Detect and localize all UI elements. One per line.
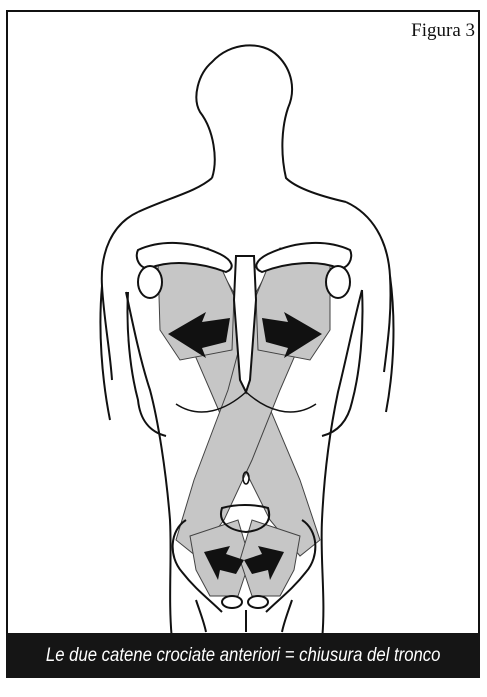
- hip-socket-left: [222, 596, 242, 608]
- head-outline: [196, 45, 346, 202]
- hip-socket-right: [248, 596, 268, 608]
- shoulder-joint-right: [326, 266, 350, 298]
- neck-left-outline: [138, 178, 212, 212]
- figure-label: Figura 3: [411, 20, 475, 42]
- caption-bar: Le due catene crociate anteriori = chius…: [6, 633, 480, 678]
- leg-lines: [196, 600, 292, 632]
- figure-caption: Le due catene crociate anteriori = chius…: [46, 645, 441, 667]
- shoulder-joint-left: [138, 266, 162, 298]
- arm-right-outline: [322, 276, 393, 436]
